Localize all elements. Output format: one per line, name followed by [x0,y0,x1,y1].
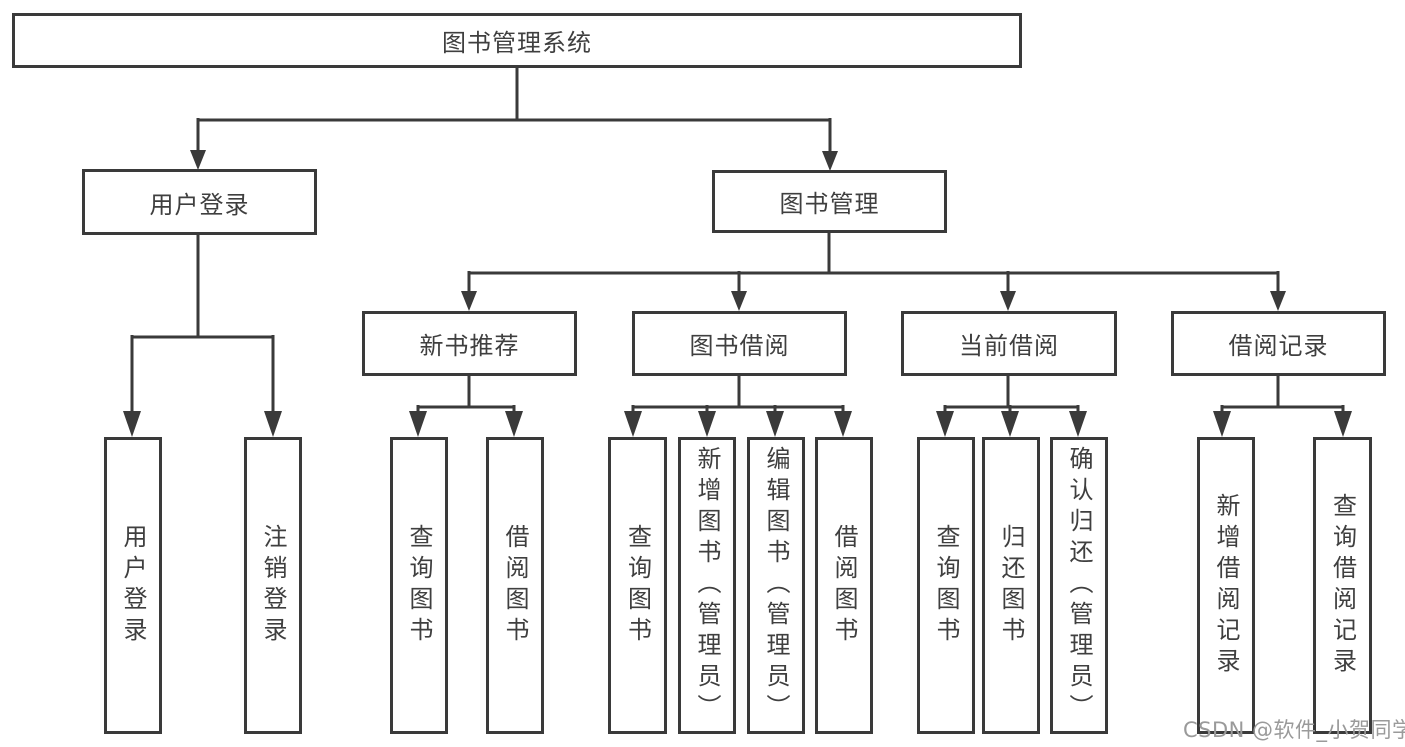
node-leaf-nb-borrow-books-label: 借阅图书 [501,523,529,648]
node-leaf-br-add-record: 新增借阅记录 [1197,437,1255,734]
node-leaf-nb-borrow-books: 借阅图书 [486,437,544,734]
node-leaf-cb-return-books: 归还图书 [982,437,1040,734]
node-leaf-user-login-label: 用户登录 [119,523,147,648]
node-user-login-branch-label: 用户登录 [149,190,250,219]
node-book-borrowing-label: 图书借阅 [689,332,790,360]
node-root: 图书管理系统 [12,13,1022,68]
node-leaf-cb-query-books: 查询图书 [917,437,975,734]
node-leaf-bb-query-books-label: 查询图书 [623,523,652,648]
node-leaf-bb-add-books-admin: 新增图书（管理员） [678,437,736,734]
node-leaf-user-login: 用户登录 [104,437,162,734]
node-borrow-records: 借阅记录 [1171,311,1386,376]
node-new-book-recommend: 新书推荐 [362,311,577,376]
node-leaf-cb-confirm-return-admin: 确认归还（管理员） [1050,437,1108,734]
node-leaf-cb-query-books-label: 查询图书 [932,523,960,648]
node-leaf-bb-borrow-books-label: 借阅图书 [830,523,858,648]
node-leaf-bb-borrow-books: 借阅图书 [815,437,873,734]
node-leaf-br-query-record-label: 查询借阅记录 [1328,492,1357,679]
node-leaf-cb-confirm-return-admin-label: 确认归还（管理员） [1065,446,1093,725]
node-leaf-bb-edit-books-admin-label: 编辑图书（管理员） [762,446,790,725]
node-root-label: 图书管理系统 [442,29,592,57]
node-leaf-logout-label: 注销登录 [259,523,287,648]
node-book-borrowing: 图书借阅 [632,311,847,376]
node-new-book-recommend-label: 新书推荐 [419,332,520,360]
node-leaf-nb-query-books-label: 查询图书 [405,523,433,648]
node-leaf-nb-query-books: 查询图书 [390,437,448,734]
node-leaf-bb-edit-books-admin: 编辑图书（管理员） [747,437,805,734]
node-leaf-bb-add-books-admin-label: 新增图书（管理员） [693,446,721,725]
node-leaf-bb-query-books: 查询图书 [608,437,667,734]
node-leaf-logout: 注销登录 [244,437,302,734]
node-leaf-br-query-record: 查询借阅记录 [1313,437,1372,734]
watermark: CSDN @软件_小贺同学 [1183,718,1405,742]
node-user-login-branch: 用户登录 [82,169,317,235]
node-book-management: 图书管理 [712,170,947,233]
node-leaf-br-add-record-label: 新增借阅记录 [1212,492,1240,679]
node-borrow-records-label: 借阅记录 [1228,332,1329,360]
node-current-borrowing: 当前借阅 [901,311,1117,376]
node-book-management-label: 图书管理 [779,190,880,218]
node-leaf-cb-return-books-label: 归还图书 [997,523,1025,648]
node-current-borrowing-label: 当前借阅 [959,332,1059,360]
